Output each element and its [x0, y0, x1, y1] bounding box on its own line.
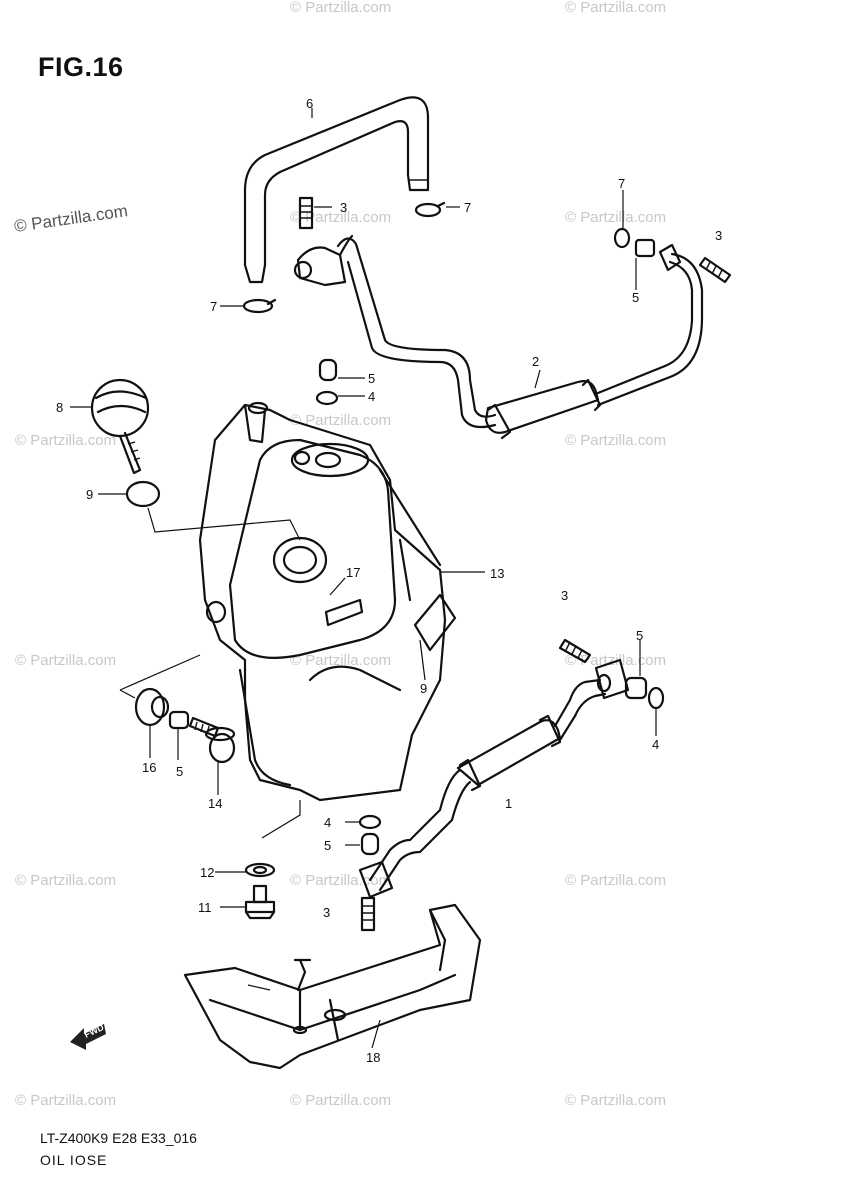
- grommet-collar-bolt-part: [134, 687, 236, 764]
- callout-17: 18: [366, 1050, 380, 1065]
- callout-3: 3: [323, 905, 330, 920]
- skid-plate-part: [183, 903, 482, 1070]
- oil-cap-part: [90, 378, 150, 475]
- callout-2: 2: [532, 354, 539, 369]
- diagram-code: LT-Z400K9 E28 E33_016: [40, 1130, 197, 1146]
- watermark: © Partzilla.com: [565, 432, 666, 449]
- watermark: © Partzilla.com: [565, 872, 666, 889]
- callout-13: 14: [208, 796, 222, 811]
- o-ring-part: [125, 480, 161, 508]
- callout-3: 3: [715, 228, 722, 243]
- hose-fitting-part: [293, 234, 354, 287]
- right-union-bolt-part: [613, 227, 732, 284]
- callout-5: 5: [324, 838, 331, 853]
- upper-oil-hose-part: [336, 237, 704, 440]
- lower-union-bolt-part: [558, 638, 665, 710]
- callout-5: 5: [368, 371, 375, 386]
- lower-oil-hose-part: [358, 658, 630, 899]
- watermark: © Partzilla.com: [565, 0, 666, 16]
- callout-10: 11: [198, 900, 212, 915]
- callout-4: 4: [652, 737, 659, 752]
- watermark: © Partzilla.com: [290, 1092, 391, 1109]
- watermark: © Partzilla.com: [290, 872, 391, 889]
- callout-7: 7: [618, 176, 625, 191]
- callout-5: 5: [176, 764, 183, 779]
- callout-labels: 6 3 7 7 3 5 7 2 5 4 8 9 13 17 3 9 5 4 16…: [56, 96, 722, 1065]
- callout-5: 5: [636, 628, 643, 643]
- callout-8: 8: [56, 400, 63, 415]
- callout-5: 5: [632, 290, 639, 305]
- diagram-name: OIL IOSE: [40, 1152, 108, 1168]
- breather-hose-part: [243, 96, 430, 284]
- callout-1: 1: [505, 796, 512, 811]
- callout-3: 3: [340, 200, 347, 215]
- watermark: © Partzilla.com: [565, 209, 666, 226]
- figure-title: FIG.16: [38, 52, 124, 82]
- watermark: © Partzilla.com: [290, 412, 391, 429]
- callout-12: 13: [490, 566, 504, 581]
- watermark: © Partzilla.com: [15, 1092, 116, 1109]
- callout-6: 6: [306, 96, 313, 111]
- callout-11: 12: [200, 865, 214, 880]
- callout-14: 16: [142, 760, 156, 775]
- callout-4: 4: [324, 815, 331, 830]
- callout-3: 3: [561, 588, 568, 603]
- callout-9: 9: [86, 487, 93, 502]
- callout-7: 7: [210, 299, 217, 314]
- watermark-group: © Partzilla.com © Partzilla.com © Partzi…: [13, 0, 666, 1109]
- oil-tank-part: [198, 401, 457, 802]
- leader-lines: [70, 108, 657, 1049]
- watermark: © Partzilla.com: [290, 652, 391, 669]
- callout-7: 7: [464, 200, 471, 215]
- watermark: © Partzilla.com: [15, 432, 116, 449]
- watermark: © Partzilla.com: [290, 209, 391, 226]
- watermark: © Partzilla.com: [565, 1092, 666, 1109]
- watermark: © Partzilla.com: [15, 652, 116, 669]
- callout-9: 9: [420, 681, 427, 696]
- bushing-washer-part: [315, 358, 339, 406]
- fwd-arrow-icon: FWD: [70, 1022, 106, 1050]
- drain-bolt-part: [244, 862, 276, 920]
- watermark: © Partzilla.com: [290, 0, 391, 16]
- union-bolt-part: [298, 196, 314, 230]
- watermark-main: © Partzilla.com: [13, 201, 129, 236]
- callout-16: 17: [346, 565, 360, 580]
- watermark: © Partzilla.com: [15, 872, 116, 889]
- callout-4: 4: [368, 389, 375, 404]
